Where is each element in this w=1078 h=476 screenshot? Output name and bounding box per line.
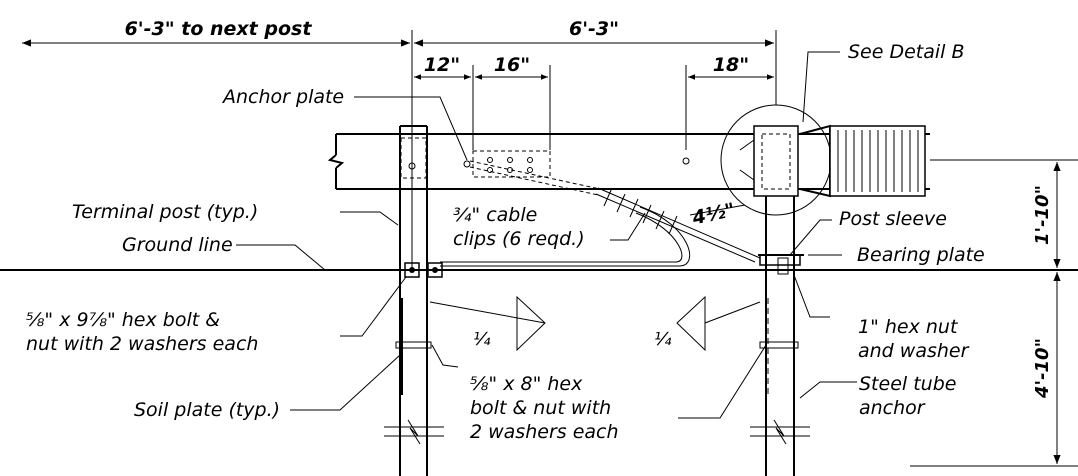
leaders xyxy=(236,51,857,419)
dim-18: 18" xyxy=(713,54,749,76)
left-terminal-post xyxy=(384,125,444,476)
dim-post-spacing: 6'-3" xyxy=(569,18,619,40)
label-cable-clips-1: ¾" cable xyxy=(453,204,537,226)
dim-below-ground: 4'-10" xyxy=(1032,338,1053,399)
label-terminal-post: Terminal post (typ.) xyxy=(72,201,258,223)
dim-above-ground: 1'-10" xyxy=(1032,185,1053,245)
vertical-dimensions xyxy=(910,159,1078,467)
cable xyxy=(440,160,761,267)
label-hex-bolt-2-l2: bolt & nut with xyxy=(470,397,611,419)
anchor-plate xyxy=(463,150,551,178)
label-cable-clips-2: clips (6 reqd.) xyxy=(453,228,585,250)
label-anchor-plate: Anchor plate xyxy=(221,86,344,108)
label-bearing-plate: Bearing plate xyxy=(857,244,985,266)
label-hex-nut-l1: 1" hex nut xyxy=(858,316,959,338)
dim-12: 12" xyxy=(424,54,460,76)
detail-b xyxy=(720,104,926,216)
label-steel-tube-l1: Steel tube xyxy=(859,373,956,395)
d-4half-line xyxy=(689,204,746,216)
top-dimensions xyxy=(22,30,777,270)
right-post-hardware xyxy=(759,254,801,349)
right-terminal-post xyxy=(750,180,810,476)
label-ground-line: Ground line xyxy=(122,234,233,256)
label-hex-bolt-2-l1: ⅝" x 8" hex xyxy=(470,373,583,395)
label-hex-nut-l2: and washer xyxy=(858,340,970,362)
label-weld-1: ¼ xyxy=(473,329,491,350)
left-post-bolts xyxy=(395,262,443,349)
dim-16: 16" xyxy=(494,54,530,76)
rail-bolt-hole xyxy=(408,162,416,170)
label-hex-bolt-1-l2: nut with 2 washers each xyxy=(26,333,258,355)
dim-to-next-post: 6'-3" to next post xyxy=(125,18,313,40)
label-weld-2: ¼ xyxy=(654,329,672,350)
dim-4half: 4½" xyxy=(690,199,737,230)
label-soil-plate: Soil plate (typ.) xyxy=(134,399,280,421)
label-post-sleeve: Post sleeve xyxy=(839,208,947,230)
label-hex-bolt-1-l1: ⅝" x 9⅞" hex bolt & xyxy=(26,309,220,331)
label-hex-bolt-2-l3: 2 washers each xyxy=(470,421,619,443)
label-steel-tube-l2: anchor xyxy=(859,397,926,419)
weld-symbols xyxy=(429,295,761,352)
rail-bolt-hole xyxy=(682,157,690,165)
label-see-detail-b: See Detail B xyxy=(848,41,965,63)
